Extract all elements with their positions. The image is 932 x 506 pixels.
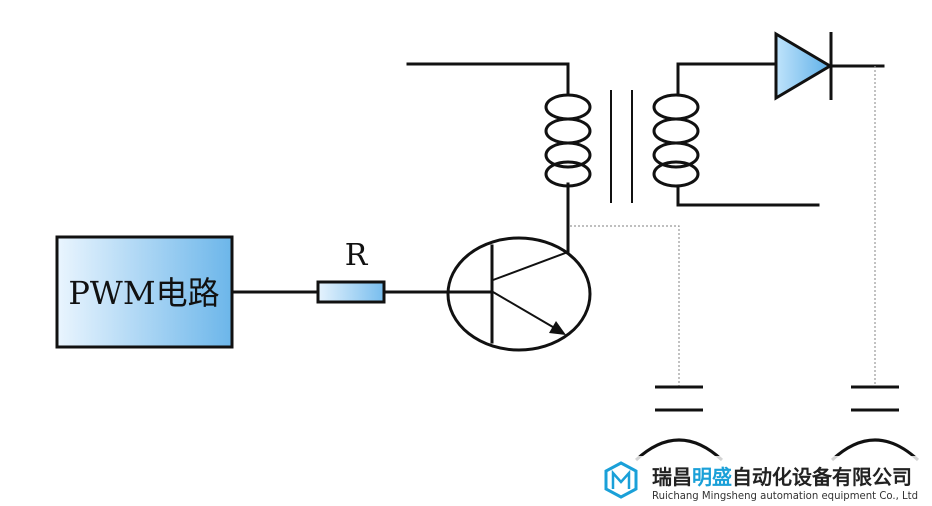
pwm-block-label: PWM电路 bbox=[68, 274, 219, 312]
collector-lead bbox=[492, 251, 569, 281]
wire-secondary-bottom bbox=[676, 184, 820, 207]
transformer-core bbox=[610, 90, 633, 203]
probe-symbol-1 bbox=[634, 385, 724, 462]
wire-primary-top bbox=[406, 62, 570, 97]
pwm-circuit-block: PWM电路 bbox=[55, 235, 234, 349]
wire-secondary-top bbox=[676, 62, 778, 97]
emitter-arrow bbox=[549, 321, 566, 335]
dotted-probe-line-1 bbox=[570, 225, 680, 386]
secondary-coil bbox=[652, 93, 700, 188]
probe-symbol-2 bbox=[830, 385, 920, 462]
primary-coil bbox=[544, 93, 592, 188]
resistor bbox=[316, 280, 386, 304]
diode bbox=[774, 31, 833, 101]
npn-transistor bbox=[446, 236, 592, 352]
resistor-label: R bbox=[345, 238, 369, 273]
hexagon-m-logo-icon bbox=[604, 461, 638, 499]
watermark-company-cn: 瑞昌明盛自动化设备有限公司 bbox=[652, 465, 912, 489]
emitter-lead bbox=[492, 291, 559, 331]
company-watermark: 瑞昌明盛自动化设备有限公司 Ruichang Mingsheng automat… bbox=[596, 456, 932, 506]
watermark-company-en: Ruichang Mingsheng automation equipment … bbox=[652, 490, 918, 502]
